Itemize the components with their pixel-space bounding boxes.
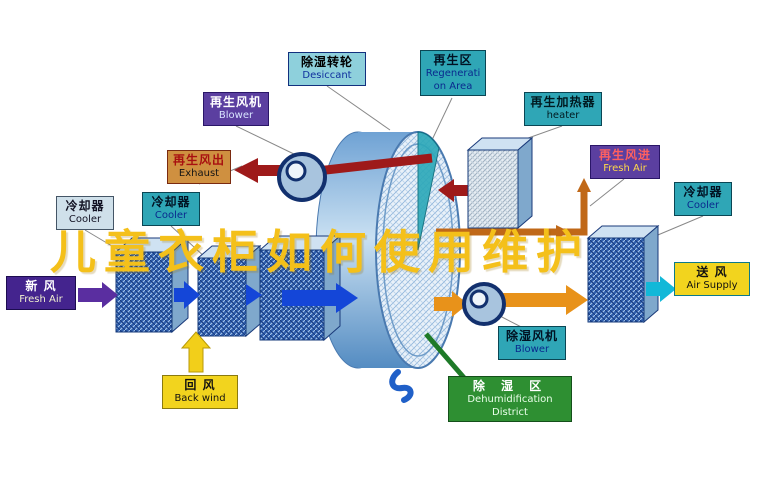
- label-cooler-right-zh: 冷却器: [683, 185, 723, 199]
- regeneration-fan: [277, 152, 327, 202]
- back-wind-arrow: [180, 331, 212, 373]
- ahu-box-after-cooler: [586, 224, 660, 324]
- s-hook: [389, 369, 414, 403]
- label-fresh-air-in-en: Fresh Air: [19, 294, 63, 305]
- label-dehumid-district-en2: District: [492, 406, 528, 418]
- label-regen-heater-zh: 再生加热器: [530, 95, 596, 109]
- process-arrow-into-rotor: [282, 283, 358, 313]
- regeneration-heater-box: [466, 136, 534, 230]
- label-cooler-right-en: Cooler: [686, 200, 720, 211]
- label-dehumid-district: 除 湿 区 Dehumidification District: [448, 376, 572, 422]
- label-cooler-left-inner-zh: 冷却器: [151, 195, 191, 209]
- label-exhaust-zh: 再生风出: [172, 153, 225, 167]
- label-air-supply-en: Air Supply: [686, 280, 738, 291]
- label-dehumid-blower-zh: 除湿风机: [505, 329, 558, 343]
- label-air-supply-zh: 送 风: [696, 265, 728, 279]
- label-regeneration-area: 再生区 Regenerati on Area: [420, 50, 486, 96]
- label-regen-heater: 再生加热器 heater: [524, 92, 602, 126]
- exhaust-arrow: [234, 158, 292, 183]
- label-air-supply: 送 风 Air Supply: [674, 262, 750, 296]
- label-exhaust: 再生风出 Exhaust: [167, 150, 231, 184]
- label-fresh-air-in-zh: 新 风: [25, 279, 57, 293]
- label-cooler-left-outer: 冷却器 Cooler: [56, 196, 114, 230]
- label-dehumid-district-en1: Dehumidification: [467, 394, 553, 405]
- label-back-wind-en: Back wind: [174, 393, 226, 404]
- label-regeneration-en2: on Area: [433, 80, 473, 92]
- label-regeneration-zh: 再生区: [433, 53, 473, 67]
- label-back-wind: 回 风 Back wind: [162, 375, 238, 409]
- label-cooler-left-outer-zh: 冷却器: [65, 199, 105, 213]
- regen-return-arrowhead-up: [577, 178, 591, 192]
- process-arrow-1: [174, 281, 200, 309]
- label-regeneration-en1: Regenerati: [425, 68, 481, 79]
- label-regen-heater-en: heater: [546, 110, 580, 121]
- label-regen-blower-en: Blower: [218, 110, 254, 121]
- label-back-wind-zh: 回 风: [184, 378, 216, 392]
- fan-to-cooler-arrow: [502, 285, 588, 315]
- process-arrow-2: [246, 284, 262, 306]
- regen-return-arrowhead-right: [556, 225, 570, 239]
- label-desiccant-zh: 除湿转轮: [300, 55, 353, 69]
- label-desiccant: 除湿转轮 Desiccant: [288, 52, 366, 86]
- ahu-box-fresh-air-cooler: [114, 236, 190, 334]
- label-regen-fresh-air-zh: 再生风进: [598, 148, 651, 162]
- label-cooler-right: 冷却器 Cooler: [674, 182, 732, 216]
- regen-return-duct: [436, 192, 588, 236]
- label-cooler-left-outer-en: Cooler: [68, 214, 102, 225]
- label-cooler-left-inner: 冷却器 Cooler: [142, 192, 200, 226]
- watermark-text: 儿童衣柜如何使用维护: [50, 225, 590, 279]
- label-dehumid-blower-en: Blower: [514, 344, 550, 355]
- fresh-air-in-arrow: [78, 282, 118, 308]
- label-regen-fresh-air: 再生风进 Fresh Air: [590, 145, 660, 179]
- process-air-arrows: [78, 276, 676, 373]
- label-exhaust-en: Exhaust: [178, 168, 220, 179]
- label-dehumid-blower: 除湿风机 Blower: [498, 326, 566, 360]
- label-regen-blower: 再生风机 Blower: [203, 92, 269, 126]
- label-fresh-air-in: 新 风 Fresh Air: [6, 276, 76, 310]
- rotor-to-fan-arrow: [434, 291, 468, 317]
- district-pointer-line: [424, 332, 468, 382]
- dehumidification-fan: [462, 282, 506, 326]
- label-cooler-left-inner-en: Cooler: [154, 210, 188, 221]
- label-regen-blower-zh: 再生风机: [209, 95, 262, 109]
- heater-to-rotor-arrow: [438, 179, 468, 202]
- label-regen-fresh-air-en: Fresh Air: [603, 163, 647, 174]
- label-desiccant-en: Desiccant: [302, 70, 352, 81]
- air-supply-arrow: [646, 276, 676, 302]
- label-dehumid-district-zh: 除 湿 区: [472, 379, 548, 393]
